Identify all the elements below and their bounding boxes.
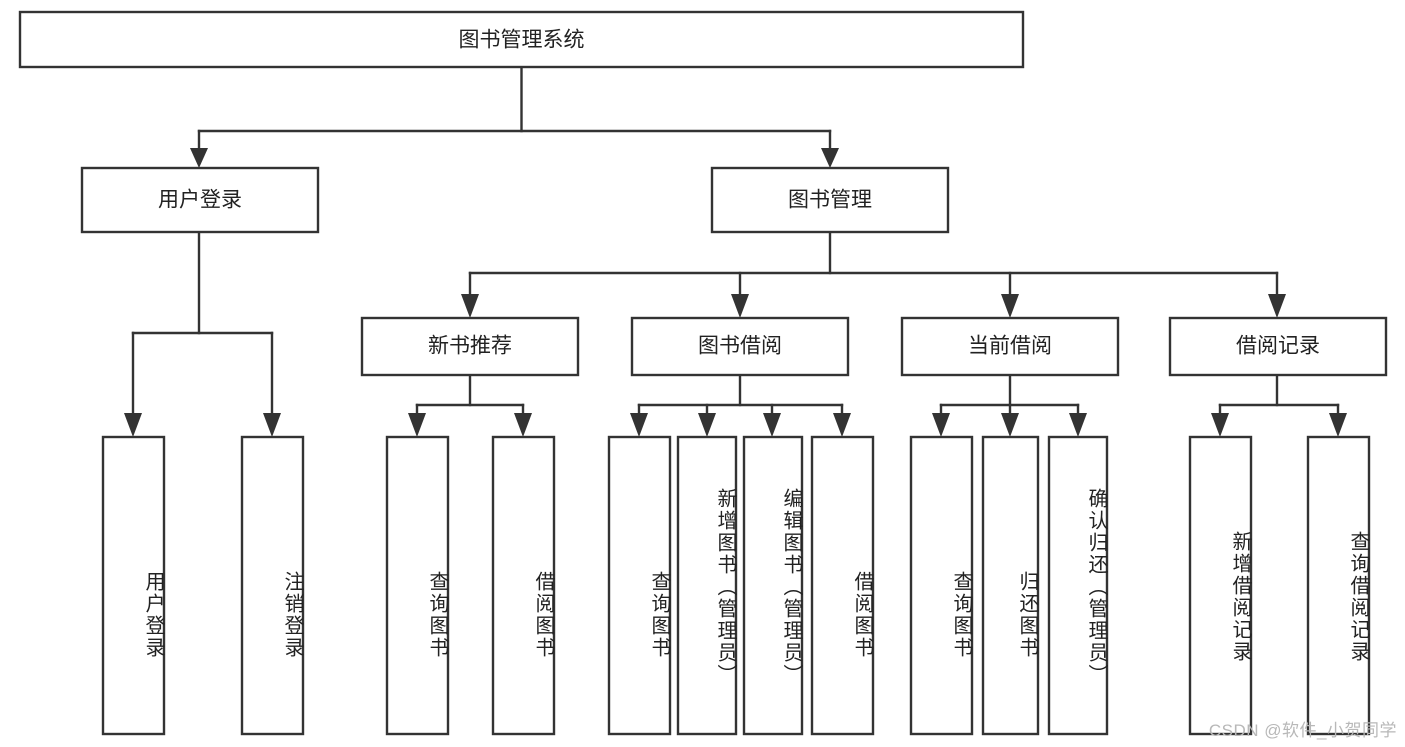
node-current-borrow-label: 当前借阅 [968,335,1052,358]
connector-group-new-book [408,373,532,437]
arrow-head-leaf-bb-3 [763,413,781,437]
csdn-watermark: CSDN @软件_小贺同学 [1208,721,1397,740]
node-borrow-record-label: 借阅记录 [1236,335,1320,358]
node-leaf-bb-borrow-box[interactable] [810,435,875,736]
node-current-borrow-box[interactable] [900,316,1120,377]
arrow-head-user-login [190,148,208,168]
node-leaf-br-query-box[interactable] [1306,435,1371,736]
arrow-head-leaf-bb-1 [630,413,648,437]
arrow-head-book-manage [821,148,839,168]
node-new-book-box[interactable] [360,316,580,377]
node-leaf-cb-confirm-box[interactable] [1047,435,1109,736]
arrow-head-leaf-bb-2 [698,413,716,437]
node-leaf-bb-edit-box[interactable] [742,435,804,736]
arrow-head-leaf-nb-2 [514,413,532,437]
connector-group-user-login [124,230,281,437]
node-leaf-logout-box[interactable] [240,435,305,736]
arrow-head-leaf-br-2 [1329,413,1347,437]
arrow-head-leaf-nb-1 [408,413,426,437]
arrow-head-leaf-br-1 [1211,413,1229,437]
node-book-manage-label: 图书管理 [788,189,872,212]
node-user-login-box[interactable] [80,166,320,234]
connector-group-borrow-record [1211,373,1347,437]
connector-group-book-manage [461,230,1286,318]
node-leaf-cb-query-box[interactable] [909,435,974,736]
node-leaf-cb-return-box[interactable] [981,435,1040,736]
node-leaf-br-add-box[interactable] [1188,435,1253,736]
node-leaf-bb-query-box[interactable] [607,435,672,736]
connector-group-borrow [630,373,851,437]
arrow-head-leaf-cb-2 [1001,413,1019,437]
arrow-head-borrow-record [1268,294,1286,318]
node-root-label: 图书管理系统 [459,29,585,52]
node-borrow-box[interactable] [630,316,850,377]
node-new-book-label: 新书推荐 [428,335,512,358]
node-root-box[interactable] [18,10,1025,69]
node-book-manage-box[interactable] [710,166,950,234]
arrow-head-leaf-ul-2 [263,413,281,437]
arrow-head-current-borrow [1001,294,1019,318]
arrow-head-leaf-cb-1 [932,413,950,437]
arrow-head-leaf-bb-4 [833,413,851,437]
arrow-head-leaf-ul-1 [124,413,142,437]
node-borrow-label: 图书借阅 [698,335,782,358]
node-borrow-record-box[interactable] [1168,316,1388,377]
node-leaf-user-login-box[interactable] [101,435,166,736]
arrow-head-leaf-cb-3 [1069,413,1087,437]
node-leaf-bb-add-box[interactable] [676,435,738,736]
arrow-head-borrow [731,294,749,318]
connector-group-current-borrow [932,373,1087,437]
node-leaf-nb-query-box[interactable] [385,435,450,736]
node-user-login-label: 用户登录 [158,189,242,212]
connector-group-root [190,65,839,168]
node-leaf-nb-borrow-box[interactable] [491,435,556,736]
arrow-head-new-book [461,294,479,318]
